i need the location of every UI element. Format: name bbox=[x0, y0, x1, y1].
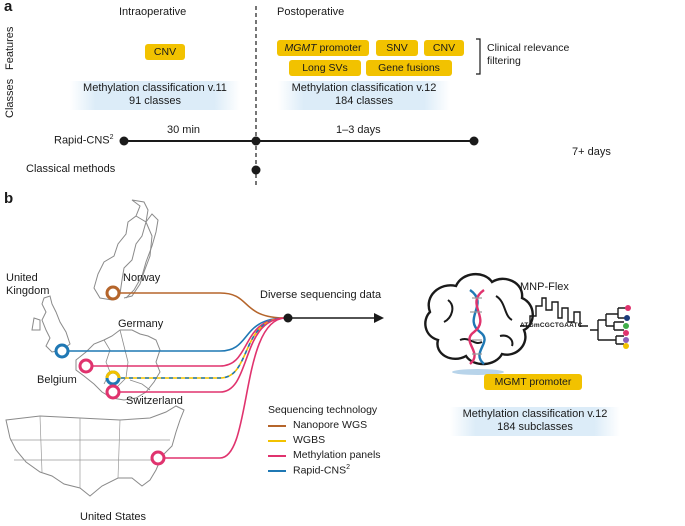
legend-item-nanopore: Nanopore WGS bbox=[293, 419, 368, 431]
nanopore-flow-norway bbox=[113, 292, 287, 319]
v12-class-line1: Methylation classification v.12 bbox=[462, 408, 608, 420]
clinical-relevance-label: Clinical relevance filtering bbox=[487, 42, 570, 67]
legend-swatch-wgbs bbox=[268, 440, 286, 442]
uk-label: United Kingdom bbox=[6, 272, 50, 297]
norway-map bbox=[93, 199, 153, 301]
panel-b-letter: b bbox=[4, 190, 14, 207]
belgium-label: Belgium bbox=[37, 374, 77, 386]
mgmt-promoter-pill: MGMT promoter bbox=[277, 40, 369, 56]
classical-methods-label: Classical methods bbox=[26, 163, 116, 175]
snv-pill: SNV bbox=[376, 40, 418, 56]
norway-label: Norway bbox=[123, 272, 161, 284]
europe-map bbox=[75, 329, 161, 401]
legend-swatch-rapid bbox=[268, 470, 286, 472]
signal-trace bbox=[520, 297, 588, 327]
gene-fusions-pill: Gene fusions bbox=[366, 60, 452, 76]
classification-tree-icon bbox=[590, 305, 631, 349]
us-pin bbox=[150, 450, 166, 466]
legend-rapid-base: Rapid-CNS bbox=[293, 464, 347, 477]
switzerland-pin bbox=[105, 384, 121, 400]
post-cnv-pill: CNV bbox=[424, 40, 464, 56]
mnp-flex-label: MNP-Flex bbox=[520, 281, 569, 293]
legend-swatch-panels bbox=[268, 455, 286, 457]
long-svs-pill: Long SVs bbox=[289, 60, 361, 76]
intra-class-line2: 91 classes bbox=[129, 95, 181, 107]
intra-class-line1: Methylation classification v.11 bbox=[83, 82, 227, 94]
us-label: United States bbox=[80, 511, 147, 523]
panel-a-letter: a bbox=[4, 0, 13, 15]
switzerland-label: Switzerland bbox=[126, 395, 183, 407]
us-map bbox=[5, 405, 185, 497]
germany-pin bbox=[105, 370, 121, 386]
uk-pin bbox=[54, 343, 70, 359]
sequence-label: ATGmCGCTGAATC bbox=[520, 322, 583, 329]
legend-rapid-sup: 2 bbox=[346, 464, 351, 471]
v12-class-line2: 184 subclasses bbox=[497, 421, 573, 433]
time-1-3days: 1–3 days bbox=[336, 124, 381, 136]
post-class-line1: Methylation classification v.12 bbox=[291, 82, 437, 94]
post-class-box: Methylation classification v.12 184 clas… bbox=[278, 81, 450, 110]
panels-flow-us bbox=[160, 317, 287, 459]
mgmt-promoter-result-pill: MGMT promoter bbox=[484, 374, 582, 390]
mgmt-rest-text: promoter bbox=[316, 42, 362, 54]
time-30min: 30 min bbox=[167, 124, 201, 136]
mgmt-italic-text: MGMT bbox=[284, 42, 317, 54]
legend-item-panels: Methylation panels bbox=[293, 449, 381, 461]
rapid-cns-sup: 2 bbox=[109, 134, 114, 141]
diverse-data-label: Diverse sequencing data bbox=[260, 289, 382, 301]
v12-class-box: Methylation classification v.12 184 subc… bbox=[450, 407, 620, 436]
intra-class-box: Methylation classification v.11 91 class… bbox=[70, 81, 240, 110]
dna-icon bbox=[468, 289, 486, 365]
sweden-map bbox=[125, 213, 159, 299]
intra-cnv-pill: CNV bbox=[145, 44, 185, 60]
legend-title: Sequencing technology bbox=[268, 404, 378, 416]
post-class-line2: 184 classes bbox=[334, 95, 394, 107]
uk-map bbox=[31, 295, 71, 353]
norway-pin bbox=[105, 285, 121, 301]
belgium-pin bbox=[78, 358, 94, 374]
rapid-cns-label: Rapid-CNS2 bbox=[54, 134, 114, 147]
time-7days: 7+ days bbox=[572, 146, 611, 158]
intraoperative-header: Intraoperative bbox=[119, 6, 187, 18]
panels-flow-switzerland bbox=[113, 317, 287, 393]
legend-swatch-nanopore bbox=[268, 425, 286, 427]
legend-item-wgbs: WGBS bbox=[293, 434, 326, 446]
rapid-cns-base: Rapid-CNS bbox=[54, 134, 110, 147]
germany-label: Germany bbox=[118, 318, 164, 330]
postoperative-header: Postoperative bbox=[277, 6, 345, 18]
legend-item-rapid: Rapid-CNS2 bbox=[293, 464, 350, 477]
